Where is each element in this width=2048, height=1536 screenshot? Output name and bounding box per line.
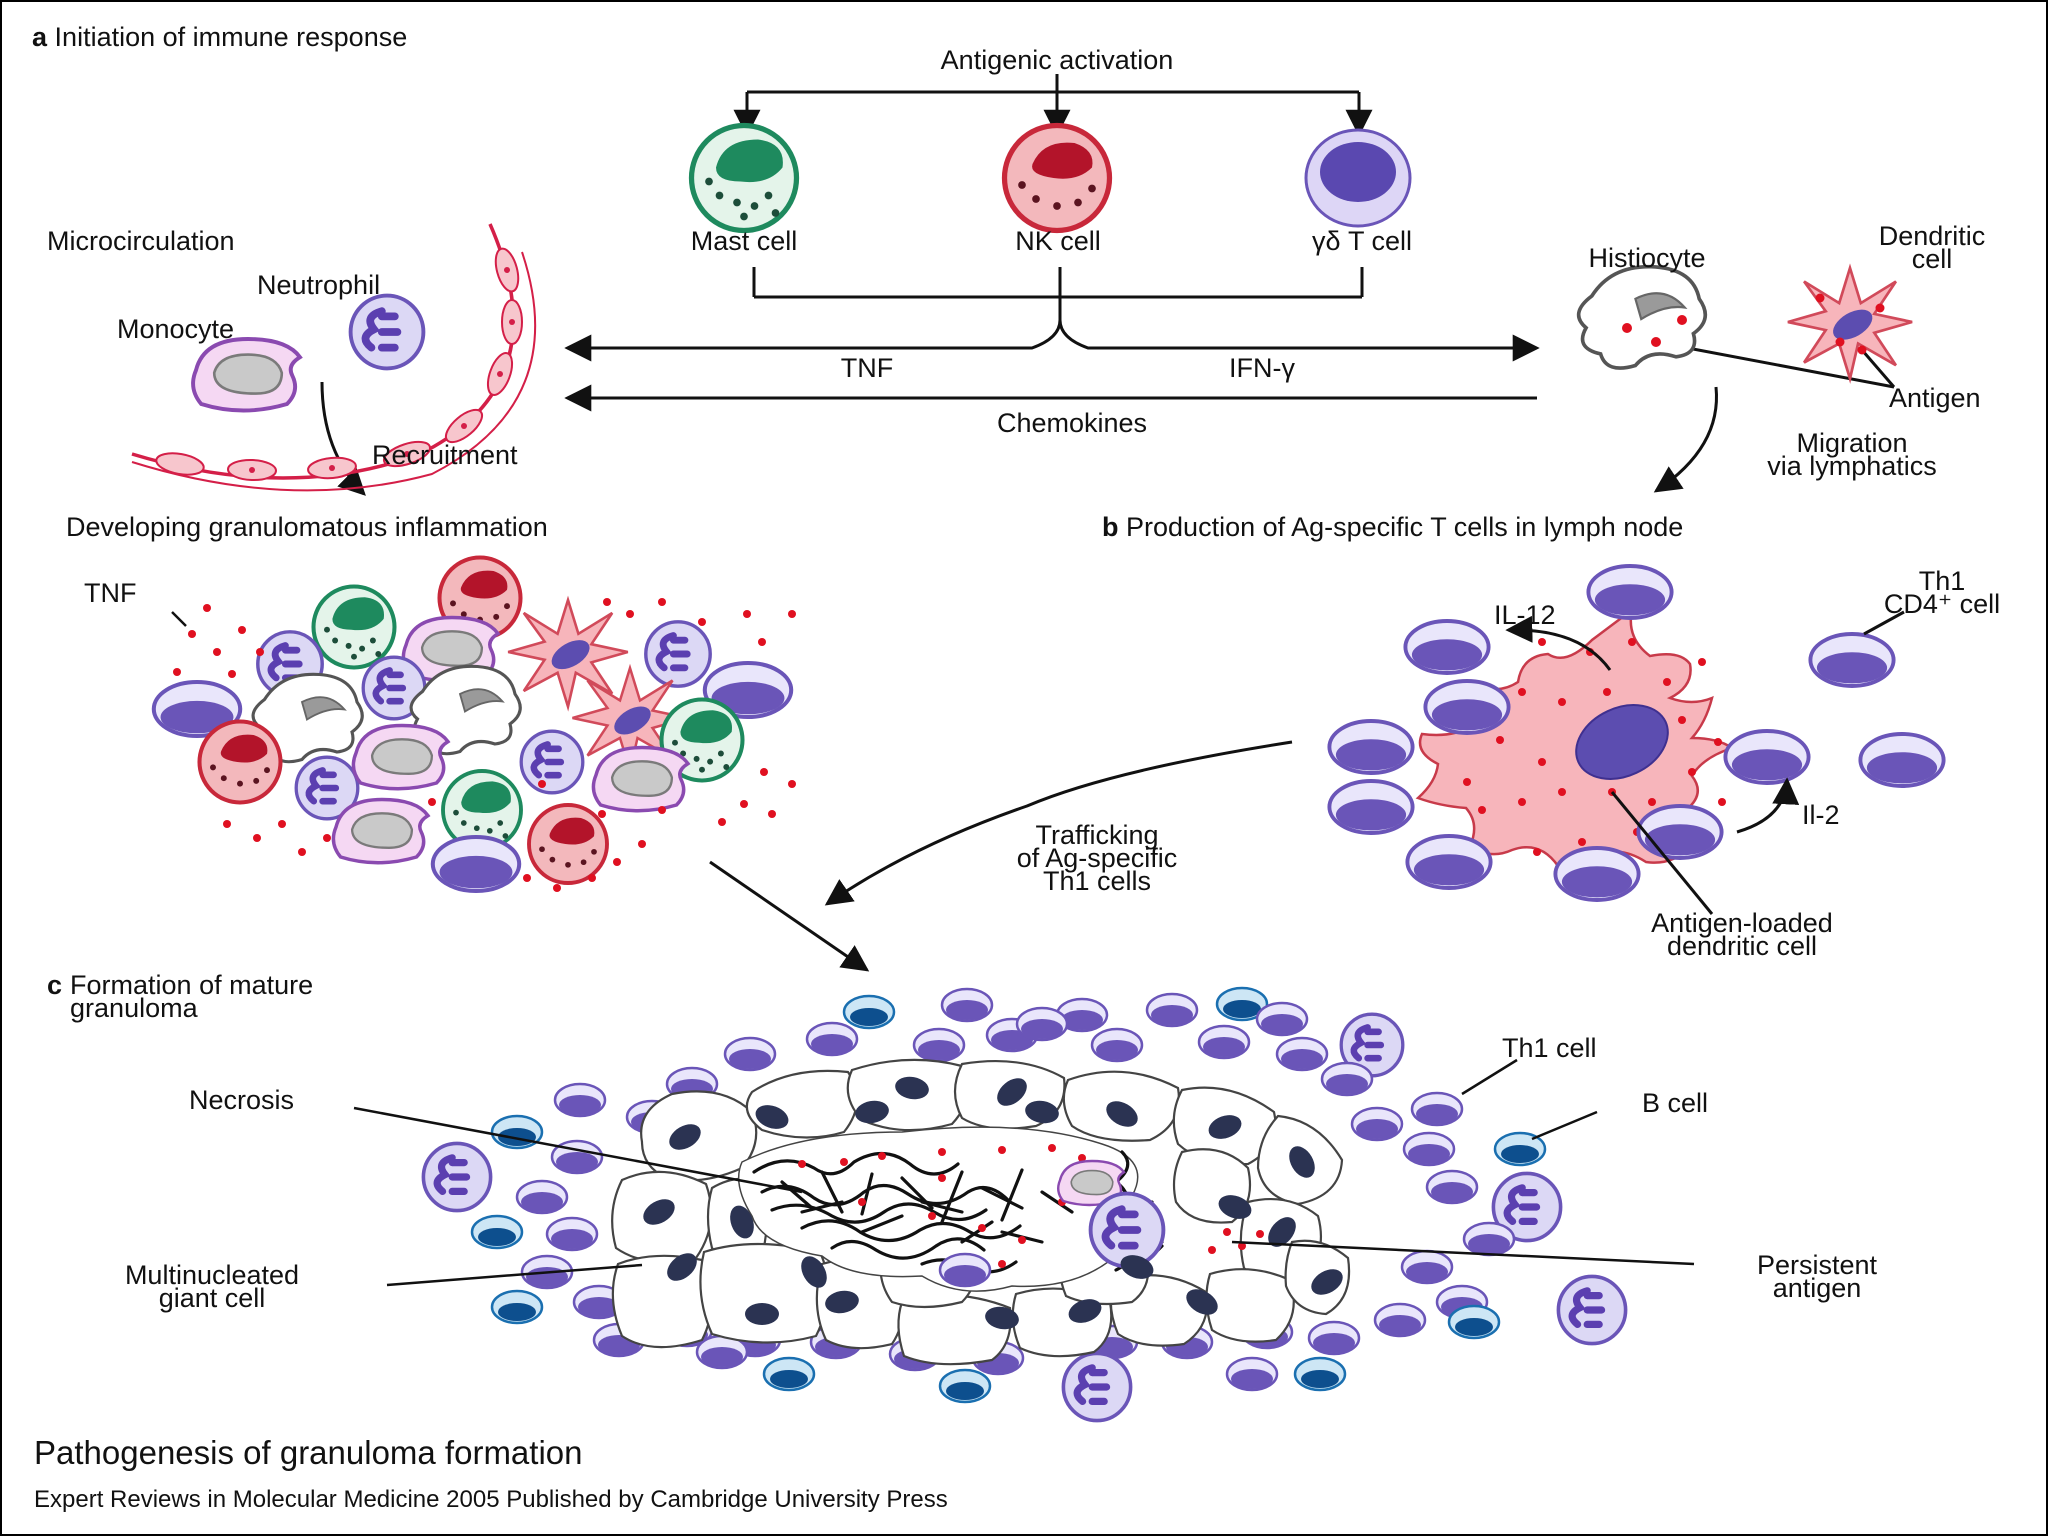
mast-cell-label: Mast cell [690, 226, 798, 256]
tnf-cluster-label: TNF [84, 578, 137, 608]
panel-c-title: Formation of mature granuloma [70, 970, 314, 1023]
figure-caption-title: Pathogenesis of granuloma formation [34, 1434, 583, 1471]
th1-cd4-label: Th1 CD4⁺ cell [1883, 566, 2001, 619]
panel-a-letter: a [32, 22, 48, 52]
th1-cell-label: Th1 cell [1502, 1033, 1597, 1063]
antigenic-activation-label: Antigenic activation [940, 45, 1174, 75]
giant-cell-label: Multinucleated giant cell [124, 1260, 300, 1313]
monocyte-label: Monocyte [117, 314, 235, 344]
il2-label: Il-2 [1802, 800, 1840, 830]
panel-c-letter: c [47, 970, 63, 1000]
b-cell-label: B cell [1642, 1088, 1709, 1118]
ifn-gamma-label: IFN-γ [1229, 353, 1295, 383]
histiocyte-label: Histiocyte [1588, 243, 1706, 273]
dendritic-cell-label: Dendritic cell [1878, 221, 1986, 274]
recruitment-label: Recruitment [372, 440, 518, 470]
panel-a-heading: a Initiation of immune response [32, 22, 408, 52]
nk-cell-label: NK cell [1015, 226, 1101, 256]
panel-b-letter: b [1102, 512, 1119, 542]
panel-a-title: Initiation of immune response [54, 22, 408, 52]
trafficking-label: Trafficking of Ag-specific Th1 cells [1016, 820, 1178, 896]
antigen-label: Antigen [1889, 383, 1981, 413]
antigen-loaded-dc-label: Antigen-loaded dendritic cell [1651, 908, 1833, 961]
neutrophil-label: Neutrophil [257, 270, 381, 300]
necrosis-label: Necrosis [189, 1085, 295, 1115]
gd-t-cell-label: γδ T cell [1311, 226, 1413, 256]
microcirculation-label: Microcirculation [47, 226, 235, 256]
chemokines-label: Chemokines [996, 408, 1148, 438]
persistent-antigen-label: Persistent antigen [1756, 1250, 1878, 1303]
figure-credit: Expert Reviews in Molecular Medicine 200… [34, 1486, 948, 1513]
panel-b-title: Production of Ag-specific T cells in lym… [1126, 512, 1684, 542]
tnf-label: TNF [840, 353, 894, 383]
developing-inflammation-label: Developing granulomatous inflammation [66, 512, 548, 542]
panel-b-heading: b Production of Ag-specific T cells in l… [1102, 512, 1684, 542]
il12-label: IL-12 [1494, 600, 1556, 630]
migration-label: Migration via lymphatics [1767, 428, 1937, 481]
